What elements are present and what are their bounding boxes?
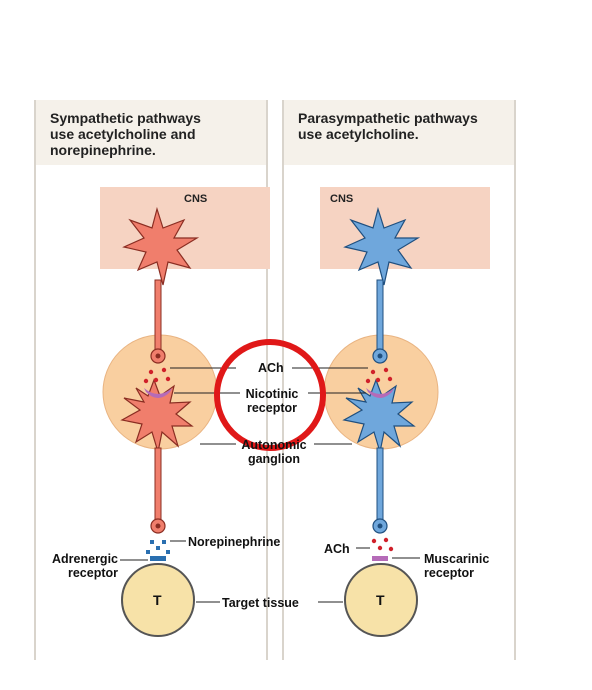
nicotinic-receptor-label: Nicotinic receptor	[236, 387, 308, 415]
adrenergic-line1: Adrenergic	[52, 552, 118, 566]
nicotinic-line1: Nicotinic	[245, 387, 299, 401]
parasympathetic-cns-box: CNS	[320, 187, 490, 269]
parasympathetic-cns-label: CNS	[330, 193, 354, 205]
adrenergic-receptor	[150, 556, 166, 561]
target-tissue-label: Target tissue	[222, 596, 299, 610]
leader-lines	[120, 367, 420, 603]
ganglion-line2: ganglion	[247, 452, 301, 466]
muscarinic-ach-dots	[371, 537, 394, 552]
norepinephrine-label: Norepinephrine	[188, 535, 281, 549]
parasympathetic-nicotinic-receptor	[366, 388, 394, 398]
parasympathetic-title-line1: Parasympathetic pathways	[298, 110, 478, 126]
parasympathetic-preganglionic-neuron	[343, 206, 421, 364]
sympathetic-panel-title: Sympathetic pathways use acetylcholine a…	[50, 110, 256, 158]
sympathetic-title-line2: use acetylcholine and	[50, 126, 196, 142]
parasympathetic-title-line2: use acetylcholine.	[298, 126, 419, 142]
ach-right-label: ACh	[324, 542, 350, 556]
muscarinic-line2: receptor	[424, 566, 475, 580]
highlight-circle	[214, 339, 326, 451]
parasympathetic-panel-title: Parasympathetic pathways use acetylcholi…	[298, 110, 504, 142]
sympathetic-target-tissue	[121, 563, 195, 637]
norepinephrine-molecules	[146, 540, 170, 554]
muscarinic-receptor-label: Muscarinic receptor	[424, 552, 489, 580]
ach-center-label: ACh	[258, 361, 284, 375]
sympathetic-title-line1: Sympathetic pathways	[50, 110, 201, 126]
nicotinic-line2: receptor	[246, 401, 298, 415]
sympathetic-postganglionic-neuron	[120, 378, 194, 534]
sympathetic-cns-box: CNS	[100, 187, 270, 269]
parasympathetic-target-tissue	[344, 563, 418, 637]
target-left-letter: T	[153, 592, 162, 608]
parasympathetic-postganglionic-neuron	[342, 378, 416, 534]
adrenergic-line2: receptor	[67, 566, 118, 580]
sympathetic-nicotinic-receptor	[144, 388, 172, 398]
muscarinic-line1: Muscarinic	[424, 552, 490, 566]
adrenergic-receptor-label: Adrenergic receptor	[30, 552, 118, 580]
sympathetic-ach-dots	[143, 367, 171, 384]
ganglion-line1: Autonomic	[241, 438, 307, 452]
parasympathetic-ach-dots	[365, 367, 393, 384]
muscarinic-receptor	[372, 556, 388, 561]
sympathetic-preganglionic-neuron	[122, 206, 200, 364]
sympathetic-title-line3: norepinephrine.	[50, 142, 156, 158]
target-right-letter: T	[376, 592, 385, 608]
sympathetic-cns-label: CNS	[184, 193, 208, 205]
autonomic-ganglion-label: Autonomic ganglion	[232, 438, 316, 466]
